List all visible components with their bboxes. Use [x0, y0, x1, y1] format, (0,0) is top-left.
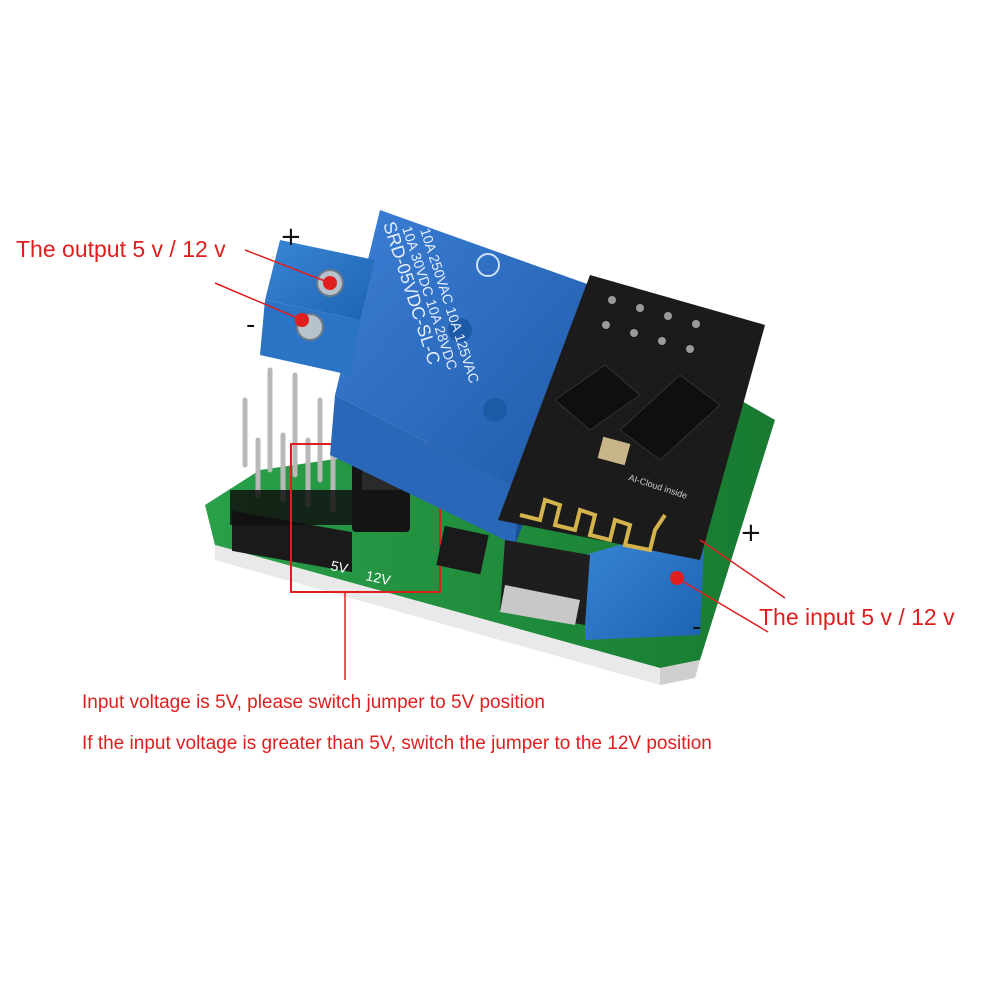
output-label: The output 5 v / 12 v [16, 236, 226, 262]
silkscreen-5v: 5V [329, 557, 350, 576]
voltage-regulator [500, 540, 590, 625]
input-plus-sign: + [740, 518, 762, 548]
output-plus-sign: + [280, 222, 302, 252]
output-terminal-block [260, 240, 375, 375]
note-line-1: Input voltage is 5V, please switch jumpe… [82, 692, 545, 713]
leader-lines [214, 249, 786, 680]
silkscreen-12v: 12V [364, 567, 392, 588]
output-minus-sign: - [246, 310, 256, 340]
wifi-module [498, 275, 765, 560]
input-label: The input 5 v / 12 v [759, 604, 955, 630]
smd-diode [436, 525, 489, 575]
input-minus-sign: - [692, 612, 702, 642]
note-line-2: If the input voltage is greater than 5V,… [82, 733, 712, 754]
